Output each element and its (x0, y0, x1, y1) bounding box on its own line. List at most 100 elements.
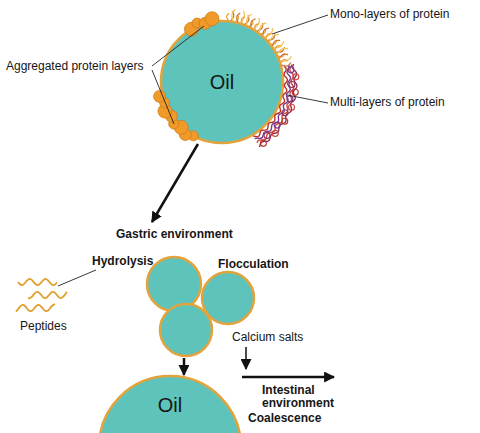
protein-strand (255, 24, 259, 30)
protein-layer (255, 65, 291, 138)
protein-loop (288, 67, 294, 73)
protein-loops (260, 67, 298, 147)
annotation-label: Multi-layers of protein (330, 96, 475, 109)
protein-strand (277, 48, 288, 54)
leader-line (272, 15, 328, 34)
peptide-chain (28, 292, 67, 299)
protein-strand (280, 56, 291, 61)
oil-droplet (99, 376, 241, 433)
protein-strand (261, 28, 266, 33)
protein-strand (278, 53, 284, 57)
protein-strand (282, 63, 291, 67)
protein-layer (257, 65, 294, 143)
oil-droplet (202, 272, 254, 324)
node-label: Oil (160, 72, 284, 92)
protein-aggregates (154, 12, 219, 141)
oil-droplet (161, 21, 283, 143)
node-label: Flocculation (218, 258, 318, 271)
protein-aggregate (165, 110, 177, 122)
protein-aggregate (205, 12, 219, 26)
protein-strand (276, 47, 284, 52)
process-arrow (183, 358, 186, 375)
protein-aggregate (192, 18, 202, 28)
protein-strand (251, 19, 256, 27)
protein-strand (266, 34, 271, 39)
protein-aggregate (169, 119, 179, 129)
annotation-label: Hydrolysis (92, 255, 162, 268)
annotation-label: Intestinal environment (262, 384, 346, 410)
annotation-label: Peptides (20, 320, 90, 333)
protein-layer (253, 67, 287, 137)
protein-loop (274, 122, 280, 128)
droplet-node: OilCoalescence (98, 375, 242, 433)
node-caption: Coalescence (248, 412, 343, 425)
protein-strand (281, 59, 288, 62)
protein-strand (253, 18, 259, 28)
protein-layer (260, 64, 297, 147)
protein-aggregate (158, 104, 172, 118)
protein-loop (289, 81, 295, 87)
protein-strand (245, 15, 249, 24)
protein-strand (259, 23, 266, 33)
droplet-node: Oil (160, 20, 284, 144)
connector-layer (152, 144, 198, 375)
protein-loop (289, 104, 295, 110)
protein-loop (264, 133, 270, 139)
protein-strand (269, 34, 278, 42)
protein-strand (265, 28, 273, 37)
protein-strand (257, 23, 263, 31)
protein-strand (241, 17, 244, 24)
leader-lines (58, 15, 328, 286)
protein-strand (268, 34, 275, 40)
protein-strand (274, 41, 284, 48)
protein-strand (227, 13, 230, 20)
protein-strand (263, 28, 269, 35)
annotation-label: Aggregated protein layers (6, 60, 156, 73)
protein-loop (282, 118, 288, 124)
protein-aggregate (160, 98, 170, 108)
protein-loop (260, 140, 266, 146)
illustration (16, 9, 334, 377)
peptide-chain (16, 304, 55, 311)
protein-strand (279, 54, 288, 58)
protein-strand (271, 40, 277, 44)
protein-strand (272, 40, 280, 46)
protein-aggregate (185, 22, 199, 36)
leader-line (152, 70, 174, 124)
protein-strand (249, 20, 253, 26)
process-arrow (245, 347, 247, 369)
protein-aggregate (154, 90, 166, 102)
process-arrow (242, 376, 334, 379)
droplet-shape (146, 222, 306, 358)
protein-strand (247, 14, 252, 25)
protein-strand (240, 11, 244, 22)
protein-aggregate (188, 131, 198, 141)
protein-strand (237, 13, 241, 22)
protein-loop (282, 110, 288, 116)
protein-aggregate (174, 120, 188, 134)
protein-strand (275, 46, 281, 50)
protein-strand (231, 11, 234, 20)
leader-line (58, 270, 96, 286)
protein-monolayer (227, 9, 292, 66)
annotation-label: Calcium salts (232, 331, 322, 344)
oil-droplet (147, 257, 201, 311)
protein-strand (236, 15, 239, 22)
protein-loop (293, 74, 299, 80)
peptides (16, 279, 67, 312)
process-arrow (152, 144, 198, 222)
protein-strand (232, 9, 235, 21)
peptide-chain (18, 279, 57, 285)
protein-loop (292, 89, 298, 95)
process-arrows (242, 347, 334, 377)
leader-line (152, 26, 204, 66)
annotation-label: Mono-layers of protein (330, 8, 475, 21)
arrow-label: Gastric environment (116, 228, 266, 241)
droplet-node: Flocculation (146, 222, 306, 358)
protein-multilayer (253, 64, 297, 147)
protein-aggregate (179, 128, 191, 140)
node-label: Oil (98, 395, 242, 415)
